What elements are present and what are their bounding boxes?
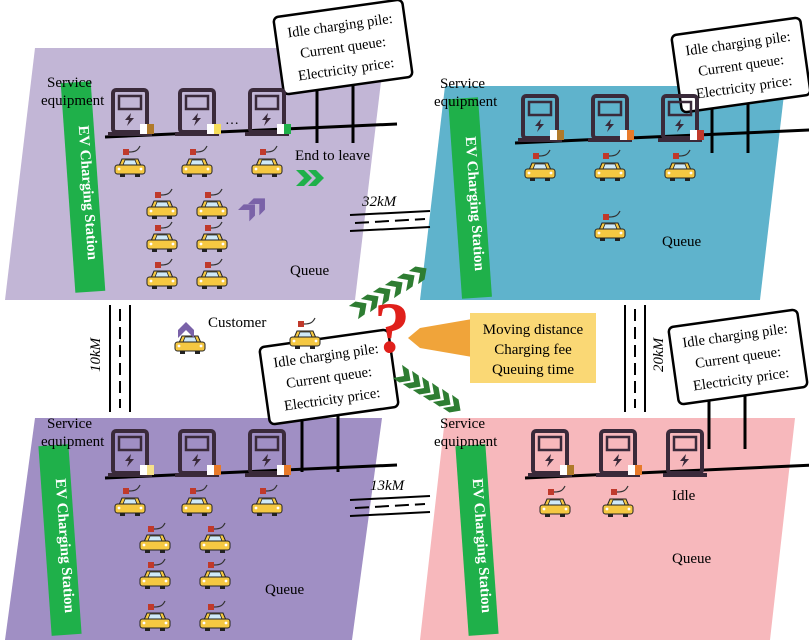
queue-label: Queue [290,263,329,279]
car-icon [289,330,321,350]
factor-label: Charging fee [494,342,572,358]
battery-icon [560,465,574,475]
battery-icon [550,130,564,140]
battery-icon [620,130,634,140]
service-label: Service [47,75,92,91]
customer-label: Customer [208,315,266,331]
queue-label: Queue [662,234,701,250]
factors-box [470,313,596,383]
road-bottom: 13kM [349,478,431,517]
road-left: 10kM [88,305,131,412]
service-label: equipment [434,434,498,450]
battery-icon [140,465,154,475]
billboard-panel [272,0,414,96]
price-billboard: Idle charging pile:Current queue:Electri… [667,308,809,449]
battery-icon [140,124,154,134]
question-mark-icon: ? [374,288,410,368]
service-label: equipment [434,94,498,110]
billboard-panel [667,308,809,406]
billboard-panel [258,328,400,426]
factor-label: Queuing time [492,362,574,378]
service-label: Service [440,416,485,432]
station-sign: EV Charging Station [60,81,106,293]
distance-label: 10kM [88,336,104,372]
ellipsis: … [225,113,239,128]
end-to-leave-label: End to leave [295,148,370,164]
battery-icon [690,130,704,140]
service-label: Service [47,416,92,432]
distance-label: 20kM [651,336,667,372]
price-billboard: Idle charging pile:Current queue:Electri… [258,328,400,472]
distance-label: 32kM [361,194,398,210]
road-right: 20kM [624,305,667,412]
battery-icon [277,465,291,475]
road-top: 32kM [349,194,431,232]
distance-label: 13kM [370,478,406,494]
battery-icon [277,124,291,134]
service-label: Service [440,76,485,92]
plug-icon [297,317,316,328]
battery-icon [207,465,221,475]
queue-label: Queue [672,551,711,567]
factor-label: Moving distance [483,322,584,338]
battery-icon [207,124,221,134]
billboard-panel [670,16,809,114]
price-billboard: Idle charging pile:Current queue:Electri… [272,0,414,143]
factor-arrow-icon [408,318,478,358]
idle-label: Idle [672,488,696,504]
price-billboard: Idle charging pile:Current queue:Electri… [670,16,809,153]
service-label: equipment [41,93,105,109]
customer-car-icon [174,335,206,355]
battery-icon [628,465,642,475]
queue-label: Queue [265,582,304,598]
service-label: equipment [41,434,105,450]
